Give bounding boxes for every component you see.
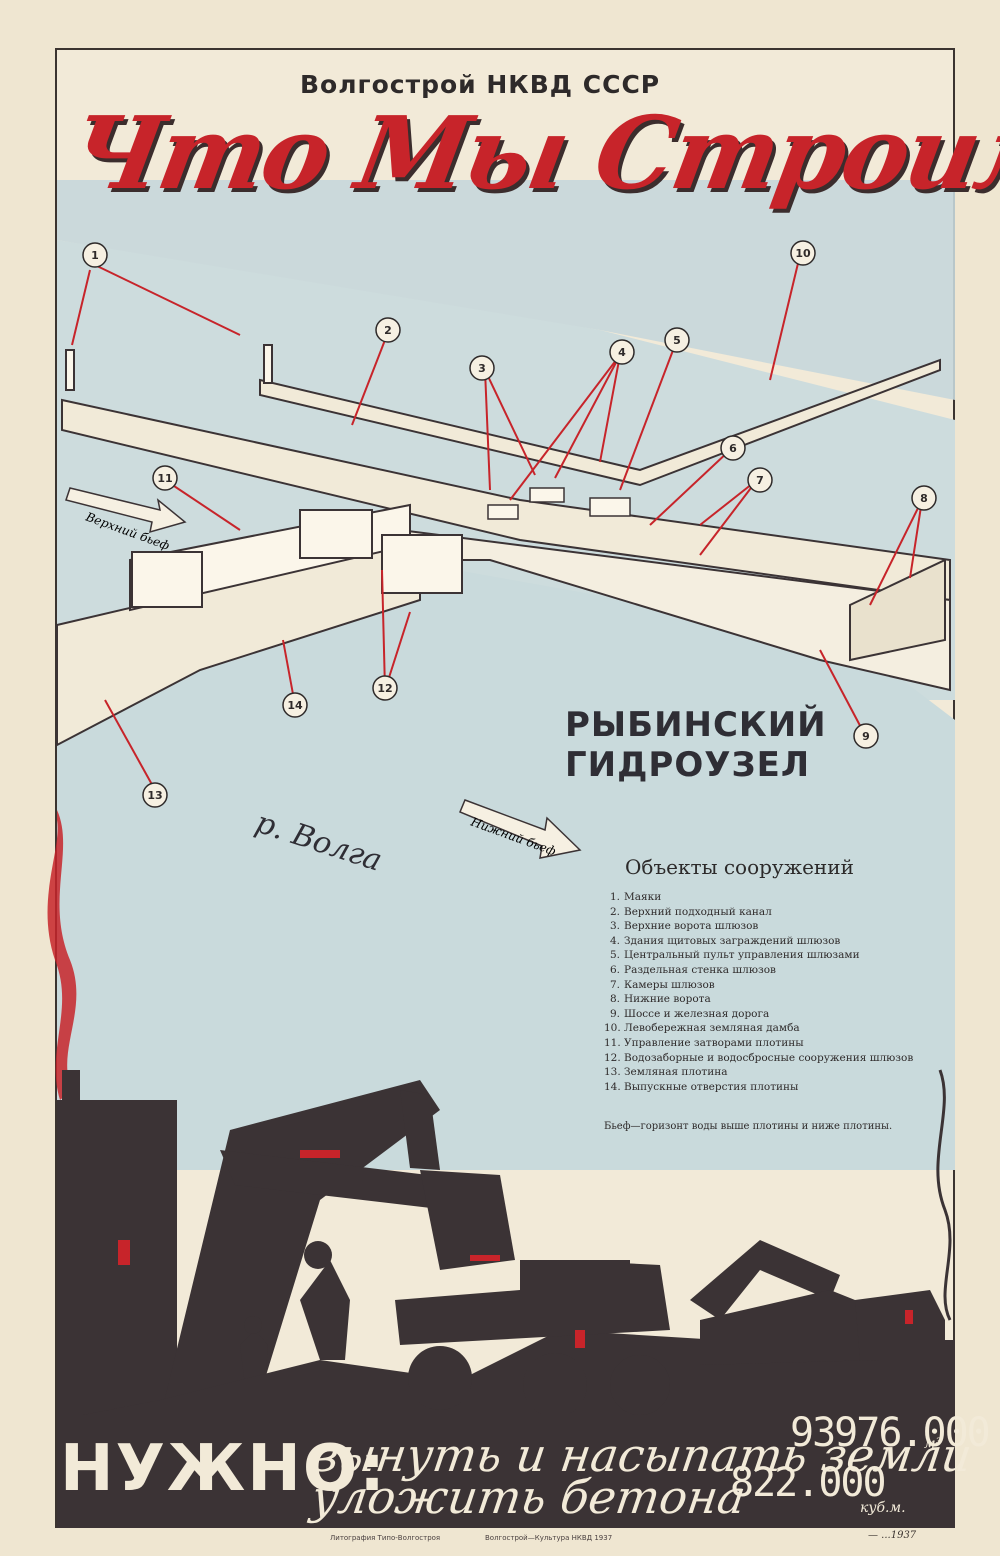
power-building-left xyxy=(131,551,203,608)
need-line-2-value: 822.000 xyxy=(730,1460,887,1506)
construction-silhouette xyxy=(57,1070,955,1528)
callout-label-14: 14 xyxy=(287,699,303,712)
callout-label-11: 11 xyxy=(157,472,172,485)
legend-item: 13.Земляная плотина xyxy=(604,1066,728,1079)
callout-label-8: 8 xyxy=(920,492,928,505)
callout-label-13: 13 xyxy=(147,789,162,802)
legend-item: 6.Раздельная стенка шлюзов xyxy=(609,963,776,976)
callout-label-6: 6 xyxy=(729,442,737,455)
need-line-2-unit: куб.м. xyxy=(860,1500,906,1516)
site-name-line-2: ГИДРОУЗЕЛ xyxy=(565,745,811,785)
callout-13 xyxy=(142,782,168,808)
callout-label-12: 12 xyxy=(377,682,392,695)
left-dam xyxy=(259,358,941,487)
legend-item: 5.Центральный пульт управления шлюзами xyxy=(609,949,860,962)
callout-label-2: 2 xyxy=(384,324,392,337)
need-line-1-value: 93976.000 xyxy=(790,1410,991,1456)
callout-arrows xyxy=(71,254,923,791)
legend-item: 2.Верхний подходный канал xyxy=(609,905,772,918)
lock-gate-building-b xyxy=(529,487,565,503)
callout-5 xyxy=(664,327,690,353)
callout-label-10: 10 xyxy=(795,247,811,260)
site-name: РЫБИНСКИЙ ГИДРОУЗЕЛ xyxy=(565,705,827,785)
callout-circles xyxy=(82,240,937,808)
lock-gate-building-c xyxy=(589,497,631,517)
callout-4 xyxy=(609,339,635,365)
legend-item: 4.Здания щитовых заграждений шлюзов xyxy=(609,934,841,947)
legend-item: 1.Маяки xyxy=(609,891,662,903)
callout-label-9: 9 xyxy=(862,730,870,743)
callout-label-3: 3 xyxy=(478,362,486,375)
site-name-line-1: РЫБИНСКИЙ xyxy=(565,705,827,745)
upper-flow-arrow xyxy=(65,487,187,534)
callout-2 xyxy=(375,317,401,343)
river-water xyxy=(57,560,955,1170)
lighthouse-left xyxy=(65,349,75,391)
legend-item: 12.Водозаборные и водосбросные сооружени… xyxy=(604,1051,914,1064)
callout-11 xyxy=(152,465,178,491)
imprint-right: Волгострой—Культура НКВД 1937 xyxy=(485,1534,613,1542)
callout-14 xyxy=(282,692,308,718)
callout-10 xyxy=(790,240,816,266)
legend-item: 9.Шоссе и железная дорога xyxy=(609,1007,770,1020)
construction-red-accents xyxy=(118,1150,913,1348)
callout-3 xyxy=(469,355,495,381)
legend-item: 3.Верхние ворота шлюзов xyxy=(609,920,759,933)
callout-7 xyxy=(747,467,773,493)
legend-title: Объекты сооружений xyxy=(625,855,854,879)
poster-subtitle: Волгострой НКВД СССР xyxy=(300,70,661,99)
callout-9 xyxy=(853,723,879,749)
lock-gate-building-a xyxy=(487,504,519,520)
legend-item: 8.Нижние ворота xyxy=(609,993,711,1006)
callout-label-1: 1 xyxy=(91,249,99,262)
legend-item: 10.Левобережная земляная дамба xyxy=(604,1022,800,1035)
lower-gates xyxy=(849,558,946,662)
callout-1 xyxy=(82,242,108,268)
callout-label-4: 4 xyxy=(618,346,626,359)
callout-8 xyxy=(911,485,937,511)
legend-item: 14.Выпускные отверстия плотины xyxy=(604,1080,799,1093)
smoke-left xyxy=(47,810,77,1100)
artist-signature: — ...1937 xyxy=(868,1530,917,1541)
power-building-right xyxy=(299,509,373,559)
legend-list: 1.Маяки 2.Верхний подходный канал 3.Верх… xyxy=(604,890,914,1094)
legend-item: 7.Камеры шлюзов xyxy=(609,978,715,991)
need-line-2-text: уложить бетона xyxy=(308,1470,750,1524)
lighthouse-right xyxy=(263,344,273,384)
callout-6 xyxy=(720,435,746,461)
imprint-left: Литография Типо-Волгостроя xyxy=(330,1534,441,1542)
callout-label-7: 7 xyxy=(756,474,764,487)
legend-item: 11.Управление затворами плотины xyxy=(604,1036,804,1049)
need-label: НУЖНО: xyxy=(60,1432,387,1506)
lock-control-building xyxy=(381,534,463,594)
smoke-right xyxy=(936,1069,952,1321)
legend-note: Бьеф—горизонт воды выше плотины и ниже п… xyxy=(604,1121,893,1132)
callout-label-5: 5 xyxy=(673,334,681,347)
poster-title: Что Мы Строим xyxy=(61,94,1000,212)
sky-shape xyxy=(57,180,955,400)
lower-flow-arrow xyxy=(459,799,582,859)
callout-12 xyxy=(372,675,398,701)
need-line-1-unit: м³ xyxy=(924,1436,942,1452)
